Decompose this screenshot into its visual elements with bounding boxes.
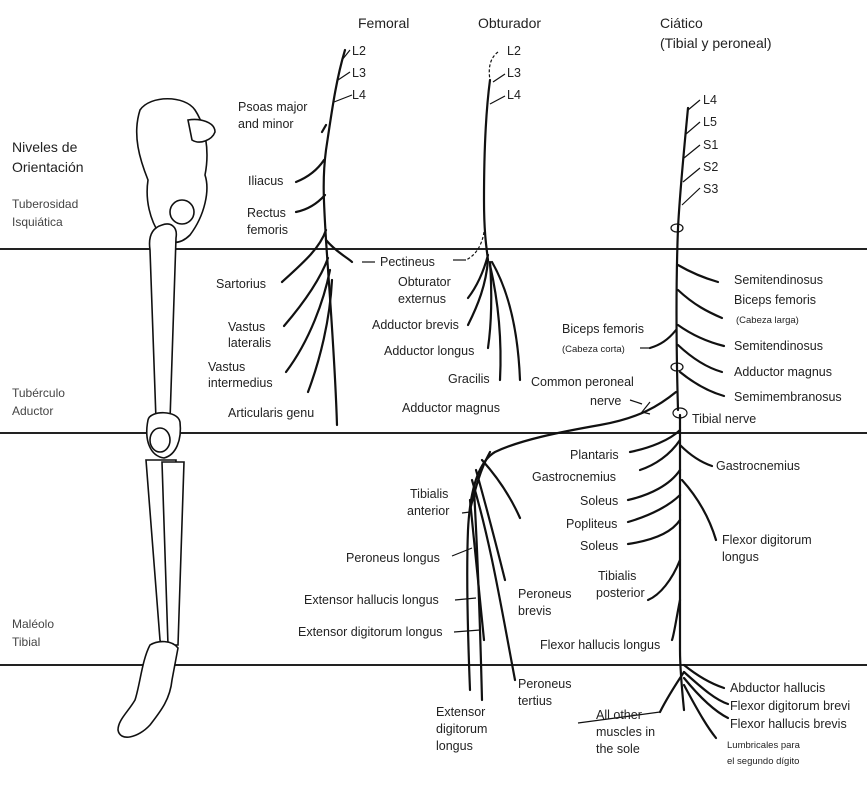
- tibialis-anterior-label-1: Tibialis: [410, 487, 448, 501]
- articularis-label: Articularis genu: [228, 406, 314, 420]
- all-other-label-2: muscles in: [596, 725, 655, 739]
- sciatic-header: Ciático: [660, 15, 703, 31]
- psoas-label-1: Psoas major: [238, 100, 307, 114]
- gracilis-label: Gracilis: [448, 372, 490, 386]
- adductor-label-1: Tubérculo: [12, 386, 65, 400]
- biceps-long-label-2: (Cabeza larga): [736, 315, 799, 326]
- obturator-header: Obturador: [478, 15, 541, 31]
- femoral-header: Femoral: [358, 15, 409, 31]
- lumbricales-label-1: Lumbricales para: [727, 740, 801, 751]
- obturator-root-l4: L4: [507, 88, 521, 102]
- tibialis-posterior-label-2: posterior: [596, 586, 645, 600]
- lumbricales-label-2: el segundo dígito: [727, 756, 799, 767]
- tibialis-posterior-label-1: Tibialis: [598, 569, 636, 583]
- all-other-label-1: All other: [596, 708, 642, 722]
- sciatic-root-l4: L4: [703, 93, 717, 107]
- sciatic-subheader: (Tibial y peroneal): [660, 35, 772, 51]
- peroneus-brevis-label-1: Peroneus: [518, 587, 572, 601]
- iliacus-label: Iliacus: [248, 174, 283, 188]
- obturator-externus-label-2: externus: [398, 292, 446, 306]
- adductor-brevis-label: Adductor brevis: [372, 318, 459, 332]
- psoas-label-2: and minor: [238, 117, 294, 131]
- leg-skeleton-illustration: [118, 99, 215, 737]
- common-peroneal-label-2: nerve: [590, 394, 621, 408]
- sartorius-label: Sartorius: [216, 277, 266, 291]
- extensor-digitorum-label-2: digitorum: [436, 722, 487, 736]
- tibialis-anterior-label-2: anterior: [407, 504, 449, 518]
- ischial-label-2: Isquiática: [12, 215, 63, 229]
- vastus-lateralis-label-2: lateralis: [228, 336, 271, 350]
- vastus-lateralis-label-1: Vastus: [228, 320, 265, 334]
- plantaris-label: Plantaris: [570, 448, 619, 462]
- sciatic-root-s3: S3: [703, 182, 718, 196]
- gastrocnemius-right-label: Gastrocnemius: [716, 459, 800, 473]
- obturator-root-l2: L2: [507, 44, 521, 58]
- adductor-longus-label: Adductor longus: [384, 344, 474, 358]
- adductor-magnus-obt-label: Adductor magnus: [402, 401, 500, 415]
- obturator-root-l3: L3: [507, 66, 521, 80]
- all-other-label-3: the sole: [596, 742, 640, 756]
- ischial-label-1: Tuberosidad: [12, 197, 78, 211]
- flexor-digitorum-longus-label-1: Flexor digitorum: [722, 533, 812, 547]
- gastrocnemius-left-label: Gastrocnemius: [532, 470, 616, 484]
- flexor-digitorum-brevis-label: Flexor digitorum brevi: [730, 699, 850, 713]
- extensor-digitorum-label-1: Extensor: [436, 705, 485, 719]
- biceps-short-label-2: (Cabeza corta): [562, 344, 625, 355]
- levels-title-line2: Orientación: [12, 159, 84, 175]
- vastus-intermedius-label-1: Vastus: [208, 360, 245, 374]
- peroneus-tertius-label-2: tertius: [518, 694, 552, 708]
- femoral-root-l3: L3: [352, 66, 366, 80]
- biceps-short-label-1: Biceps femoris: [562, 322, 644, 336]
- adductor-magnus-sci-label: Adductor magnus: [734, 365, 832, 379]
- semitendinosus-label-1: Semitendinosus: [734, 273, 823, 287]
- abductor-hallucis-label: Abductor hallucis: [730, 681, 825, 695]
- extensor-hallucis-longus-label: Extensor hallucis longus: [304, 593, 439, 607]
- rectus-label-1: Rectus: [247, 206, 286, 220]
- popliteus-label: Popliteus: [566, 517, 617, 531]
- semimembranosus-label: Semimembranosus: [734, 390, 842, 404]
- rectus-label-2: femoris: [247, 223, 288, 237]
- adductor-label-2: Aductor: [12, 404, 53, 418]
- femoral-root-l2: L2: [352, 44, 366, 58]
- levels-title-line1: Niveles de: [12, 139, 78, 155]
- flexor-digitorum-longus-label-2: longus: [722, 550, 759, 564]
- extensor-digitorum-label-3: longus: [436, 739, 473, 753]
- sciatic-root-l5: L5: [703, 115, 717, 129]
- malleolus-label-1: Maléolo: [12, 617, 54, 631]
- soleus-label-2: Soleus: [580, 539, 618, 553]
- common-peroneal-label-1: Common peroneal: [531, 375, 634, 389]
- flexor-hallucis-brevis-label: Flexor hallucis brevis: [730, 717, 847, 731]
- peroneus-brevis-label-2: brevis: [518, 604, 551, 618]
- tibial-nerve-label: Tibial nerve: [692, 412, 756, 426]
- biceps-long-label-1: Biceps femoris: [734, 293, 816, 307]
- sciatic-root-s2: S2: [703, 160, 718, 174]
- obturator-externus-label-1: Obturator: [398, 275, 451, 289]
- malleolus-label-2: Tibial: [12, 635, 40, 649]
- vastus-intermedius-label-2: intermedius: [208, 376, 273, 390]
- peroneus-longus-label: Peroneus longus: [346, 551, 440, 565]
- extensor-digitorum-longus-label: Extensor digitorum longus: [298, 625, 443, 639]
- pectineus-label: Pectineus: [380, 255, 435, 269]
- femoral-root-l4: L4: [352, 88, 366, 102]
- soleus-label-1: Soleus: [580, 494, 618, 508]
- flexor-hallucis-longus-label: Flexor hallucis longus: [540, 638, 660, 652]
- peroneus-tertius-label-1: Peroneus: [518, 677, 572, 691]
- semitendinosus-label-2: Semitendinosus: [734, 339, 823, 353]
- sciatic-root-s1: S1: [703, 138, 718, 152]
